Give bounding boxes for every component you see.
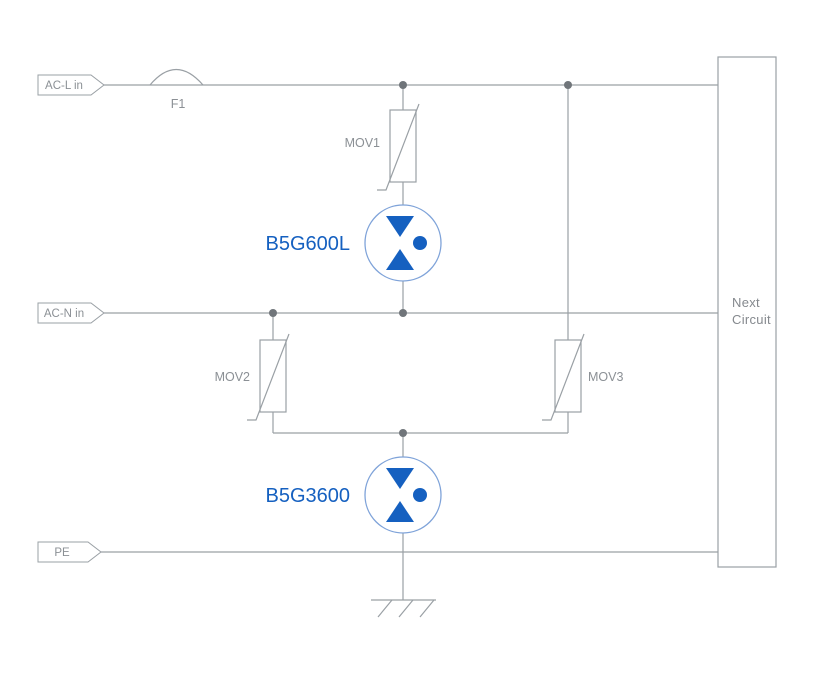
gdt-top-dot-icon [413,236,427,250]
fuse-label: F1 [171,97,186,111]
mov1-label: MOV1 [345,136,380,150]
terminal-tag-shape [37,302,105,324]
next-circuit-label-line1: Next [732,295,760,310]
junction-dot [399,429,407,437]
junction-dot [399,309,407,317]
gdt-top-circle [364,204,442,282]
mov3-symbol: MOV3 [542,333,623,421]
terminal-label-pe: PE [54,547,70,559]
gdt-bottom-dot-icon [413,488,427,502]
junction-dots [269,81,572,437]
junction-dot [564,81,572,89]
mov1-diagonal [377,103,420,191]
gdt-top-label: B5G600L [265,233,350,255]
fuse-arc [149,69,204,86]
terminal-pe: PE [37,541,102,563]
junction-dot [269,309,277,317]
gdt-bottom-circle [364,456,442,534]
terminal-tag-shape [37,74,105,96]
next-circuit-box [717,56,777,568]
gdt-top-triangle-up-icon [386,249,414,270]
mov3-label: MOV3 [588,370,623,384]
terminal-label-ac-l: AC-L in [45,80,83,92]
gdt-top-triangle-down-icon [386,216,414,237]
ground-symbol [371,599,436,618]
junction-dot [399,81,407,89]
gdt-top-symbol: B5G600L [265,204,442,282]
mov2-diagonal [247,333,290,421]
terminal-tag-shape [37,541,102,563]
gdt-bottom-symbol: B5G3600 [265,456,442,534]
mov3-diagonal [542,333,585,421]
mov2-label: MOV2 [215,370,250,384]
gdt-bottom-triangle-down-icon [386,468,414,489]
gdt-bottom-triangle-up-icon [386,501,414,522]
terminal-ac-n: AC-N in [37,302,105,324]
fuse-symbol: F1 [149,69,204,111]
terminal-label-ac-n: AC-N in [44,308,84,320]
gdt-bottom-label: B5G3600 [265,485,350,507]
mov1-symbol: MOV1 [345,103,420,191]
terminal-ac-l: AC-L in [37,74,105,96]
ground-hatch [377,599,435,618]
next-circuit-block: Next Circuit [717,56,777,568]
next-circuit-label-line2: Circuit [732,312,771,327]
mov2-symbol: MOV2 [215,333,290,421]
